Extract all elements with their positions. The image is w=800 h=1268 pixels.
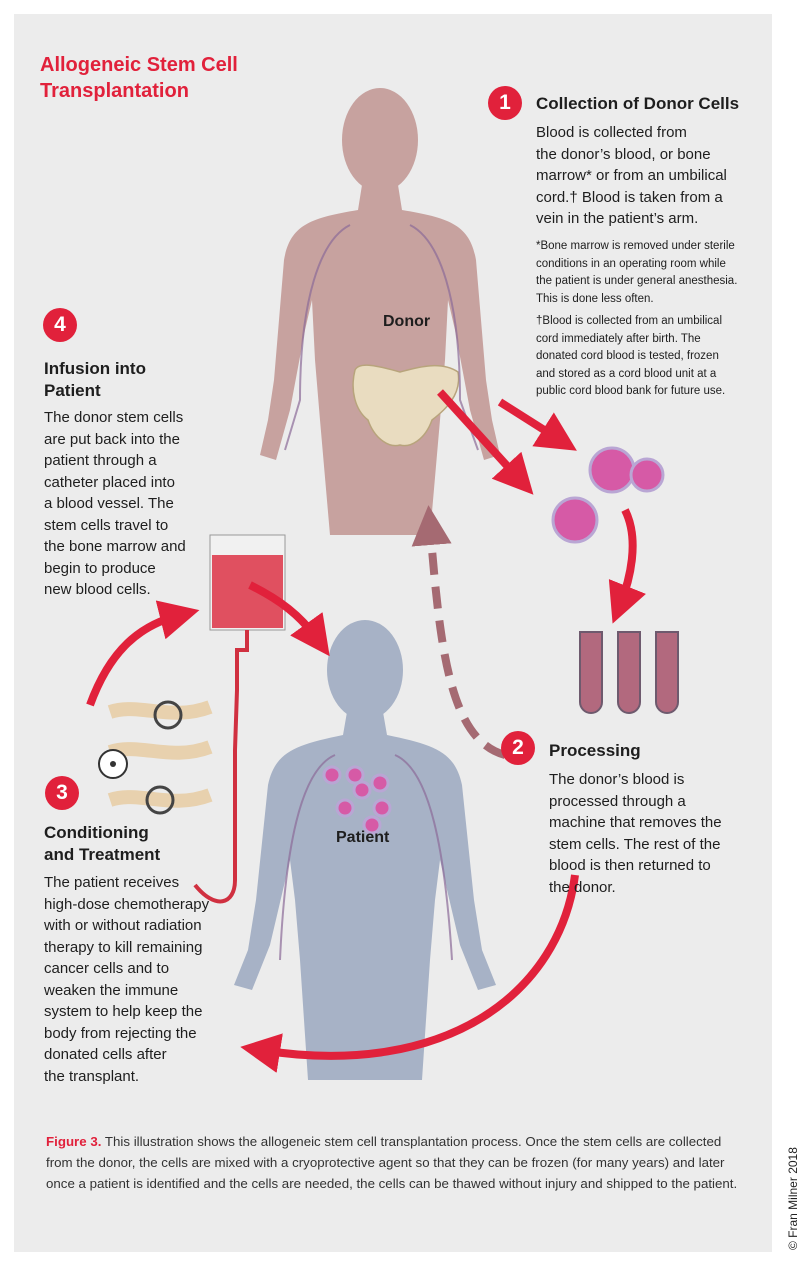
donor-body bbox=[260, 88, 500, 535]
iv-bag bbox=[193, 534, 286, 904]
step-4-badge: 4 bbox=[43, 308, 77, 342]
test-tubes bbox=[579, 631, 679, 714]
figure-number: Figure 3. bbox=[46, 1134, 102, 1149]
step-1-heading: Collection of Donor Cells bbox=[536, 94, 740, 113]
patient-body bbox=[234, 620, 496, 1080]
step-3-badge: 3 bbox=[45, 776, 79, 810]
caption-text: This illustration shows the allogeneic s… bbox=[46, 1134, 738, 1191]
step-1-badge: 1 bbox=[488, 86, 522, 120]
copyright: © Fran Milner 2018 bbox=[786, 1147, 800, 1250]
donor-pelvis bbox=[352, 364, 460, 447]
biohazard-icon bbox=[145, 700, 183, 815]
step-2-heading: Processing bbox=[549, 741, 641, 760]
step-2-badge: 2 bbox=[501, 731, 535, 765]
veins bbox=[279, 224, 479, 961]
donor-label: Donor bbox=[383, 313, 431, 330]
flow-arrows bbox=[86, 389, 646, 1073]
stem-cells bbox=[322, 446, 665, 835]
radiation-icon bbox=[98, 749, 128, 779]
return-arrow bbox=[411, 505, 507, 759]
figure-caption: Figure 3. This illustration shows the al… bbox=[46, 1131, 751, 1194]
patient-label: Patient bbox=[336, 829, 390, 846]
